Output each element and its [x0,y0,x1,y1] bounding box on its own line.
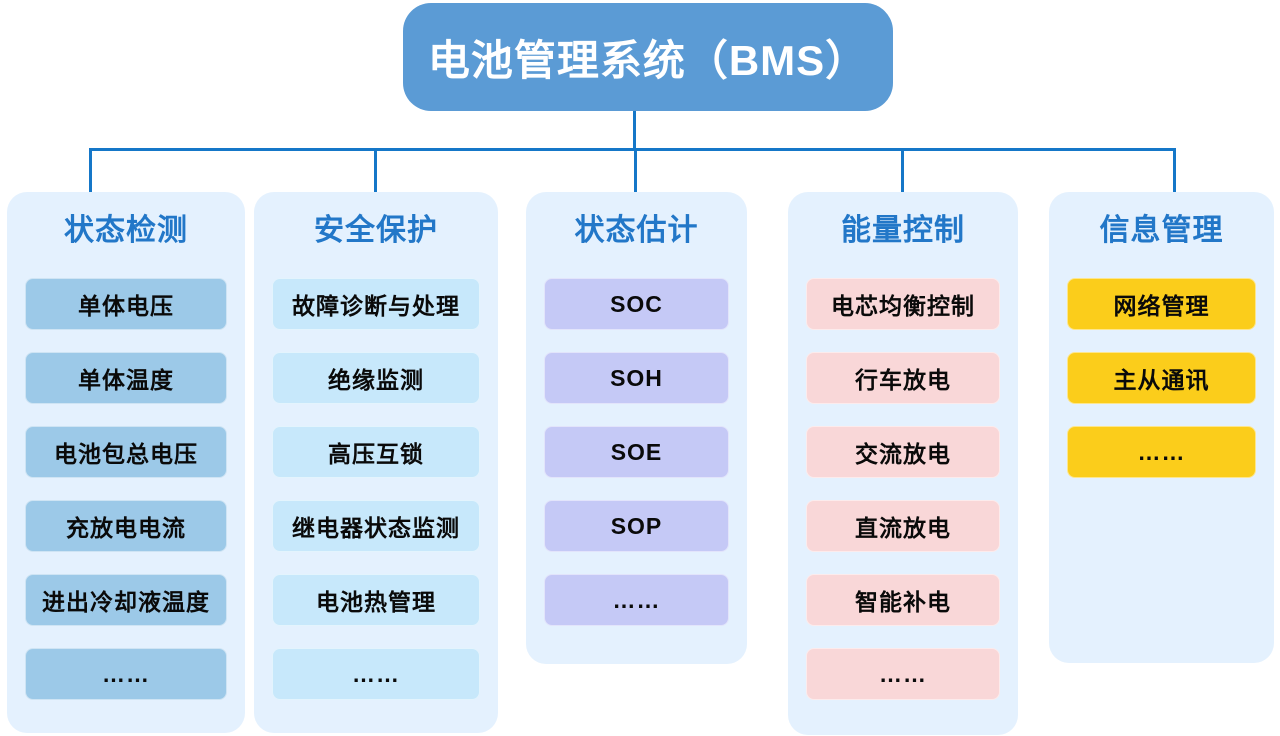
item-node: 电池包总电压 [25,426,227,478]
connector-drop-3 [634,148,637,194]
root-node-bms: 电池管理系统（BMS） [403,3,893,111]
connector-title-drop [633,111,636,149]
column-header: 状态估计 [574,214,699,247]
item-node: SOH [544,352,729,404]
item-node-ellipsis: …… [544,574,729,626]
column-info-management: 信息管理 网络管理 主从通讯 …… [1049,192,1274,663]
item-list: 网络管理 主从通讯 …… [1067,278,1256,478]
column-header: 安全保护 [314,214,438,247]
column-safety-protection: 安全保护 故障诊断与处理 绝缘监测 高压互锁 继电器状态监测 电池热管理 …… [254,192,498,733]
item-node: SOC [544,278,729,330]
item-node: 电芯均衡控制 [806,278,1000,330]
column-header: 状态检测 [64,214,188,247]
item-node: 行车放电 [806,352,1000,404]
connector-horizontal-bus [89,148,1176,151]
connector-drop-1 [89,148,92,194]
item-list: SOC SOH SOE SOP …… [544,278,729,626]
item-node: 直流放电 [806,500,1000,552]
item-list: 电芯均衡控制 行车放电 交流放电 直流放电 智能补电 …… [806,278,1000,700]
item-node: 绝缘监测 [272,352,480,404]
item-node-ellipsis: …… [1067,426,1256,478]
item-node: SOE [544,426,729,478]
column-status-detection: 状态检测 单体电压 单体温度 电池包总电压 充放电电流 进出冷却液温度 …… [7,192,245,733]
item-node-ellipsis: …… [806,648,1000,700]
column-energy-control: 能量控制 电芯均衡控制 行车放电 交流放电 直流放电 智能补电 …… [788,192,1018,735]
item-node: 智能补电 [806,574,1000,626]
item-node: 单体温度 [25,352,227,404]
item-node: 电池热管理 [272,574,480,626]
item-node: 交流放电 [806,426,1000,478]
connector-drop-5 [1173,148,1176,194]
column-header: 能量控制 [841,214,965,247]
column-header: 信息管理 [1099,214,1224,247]
diagram-title: 电池管理系统（BMS） [427,36,869,84]
item-node: 继电器状态监测 [272,500,480,552]
item-node: 主从通讯 [1067,352,1256,404]
column-state-estimation: 状态估计 SOC SOH SOE SOP …… [526,192,747,664]
item-node-ellipsis: …… [25,648,227,700]
item-node: SOP [544,500,729,552]
item-node: 高压互锁 [272,426,480,478]
connector-drop-2 [374,148,377,194]
connector-drop-4 [901,148,904,194]
item-list: 单体电压 单体温度 电池包总电压 充放电电流 进出冷却液温度 …… [25,278,227,700]
item-node: 故障诊断与处理 [272,278,480,330]
item-node-ellipsis: …… [272,648,480,700]
item-node: 网络管理 [1067,278,1256,330]
item-node: 单体电压 [25,278,227,330]
item-list: 故障诊断与处理 绝缘监测 高压互锁 继电器状态监测 电池热管理 …… [272,278,480,700]
item-node: 进出冷却液温度 [25,574,227,626]
item-node: 充放电电流 [25,500,227,552]
